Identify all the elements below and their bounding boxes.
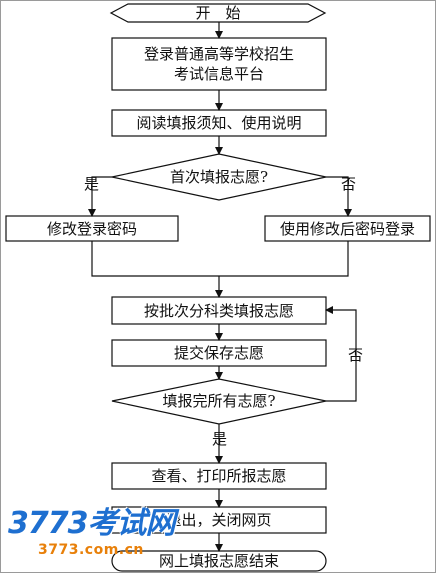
arrow-yes-branch (88, 176, 112, 217)
use-new-password-box (264, 215, 431, 242)
yes-down-label: 是 (212, 430, 228, 448)
exit-close-label: 退出，关闭网页 (166, 511, 272, 529)
site-watermark: 3773考试网 3773.com.cn (8, 508, 178, 570)
all-done-decision-label: 填报完所有志愿? (162, 392, 276, 410)
start-terminator (109, 3, 327, 23)
first-decision-label: 首次填报志愿? (169, 168, 269, 186)
change-password-box (5, 215, 179, 242)
change-password-label: 修改登录密码 (46, 219, 137, 238)
loop-no-label: 否 (348, 346, 364, 364)
merge-left (91, 241, 219, 277)
fill-by-batch-label: 按批次分科类填报志愿 (143, 301, 294, 320)
watermark-main-text: 3773考试网 (8, 506, 175, 541)
login-label-line1: 登录普通高等学校招生 (143, 45, 294, 63)
merge-right (219, 241, 349, 277)
login-label: 登录普通高等学校招生 考试信息平台 (112, 38, 326, 90)
use-new-password-label: 使用修改后密码登录 (279, 219, 415, 238)
login-box (111, 37, 327, 91)
start-label: 开 始 (195, 4, 241, 22)
read-label: 阅读填报须知、使用说明 (136, 114, 302, 132)
submit-save-label: 提交保存志愿 (173, 344, 264, 362)
arrow-no-branch (326, 176, 352, 217)
yes-left-label: 是 (84, 175, 100, 193)
no-right-label: 否 (341, 175, 357, 193)
fill-by-batch-box (111, 296, 327, 325)
end-label: 网上填报志愿结束 (158, 552, 279, 570)
view-print-label: 查看、打印所报志愿 (151, 467, 287, 485)
arrow-loop-back (325, 306, 357, 402)
watermark-url-text: 3773.com.cn (38, 542, 144, 558)
login-label-line2: 考试信息平台 (173, 65, 264, 83)
exit-close-box (111, 506, 327, 534)
submit-save-box (111, 339, 327, 367)
